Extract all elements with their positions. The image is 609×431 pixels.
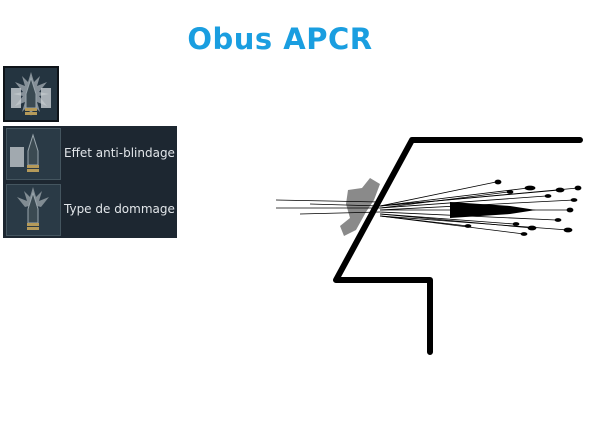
armor-plate-outline [333, 137, 583, 355]
menu-item-armor-effect[interactable]: Effet anti-blindage [3, 126, 177, 181]
damage-type-icon [6, 184, 61, 236]
page-title: Obus APCR [187, 22, 373, 56]
menu-item-damage-type[interactable]: Type de dommage [3, 182, 177, 237]
ammo-info-panel: Effet anti-blindage Type de dommage [3, 126, 177, 238]
apcr-shell-icon[interactable] [3, 66, 59, 122]
menu-item-label: Effet anti-blindage [64, 146, 175, 160]
trajectory-lines [275, 199, 381, 215]
impact-spall [340, 178, 380, 236]
spall-fragments [379, 179, 582, 236]
armor-penetration-diagram [275, 137, 583, 355]
armor-penetration-icon [6, 128, 61, 180]
menu-item-label: Type de dommage [64, 202, 175, 216]
